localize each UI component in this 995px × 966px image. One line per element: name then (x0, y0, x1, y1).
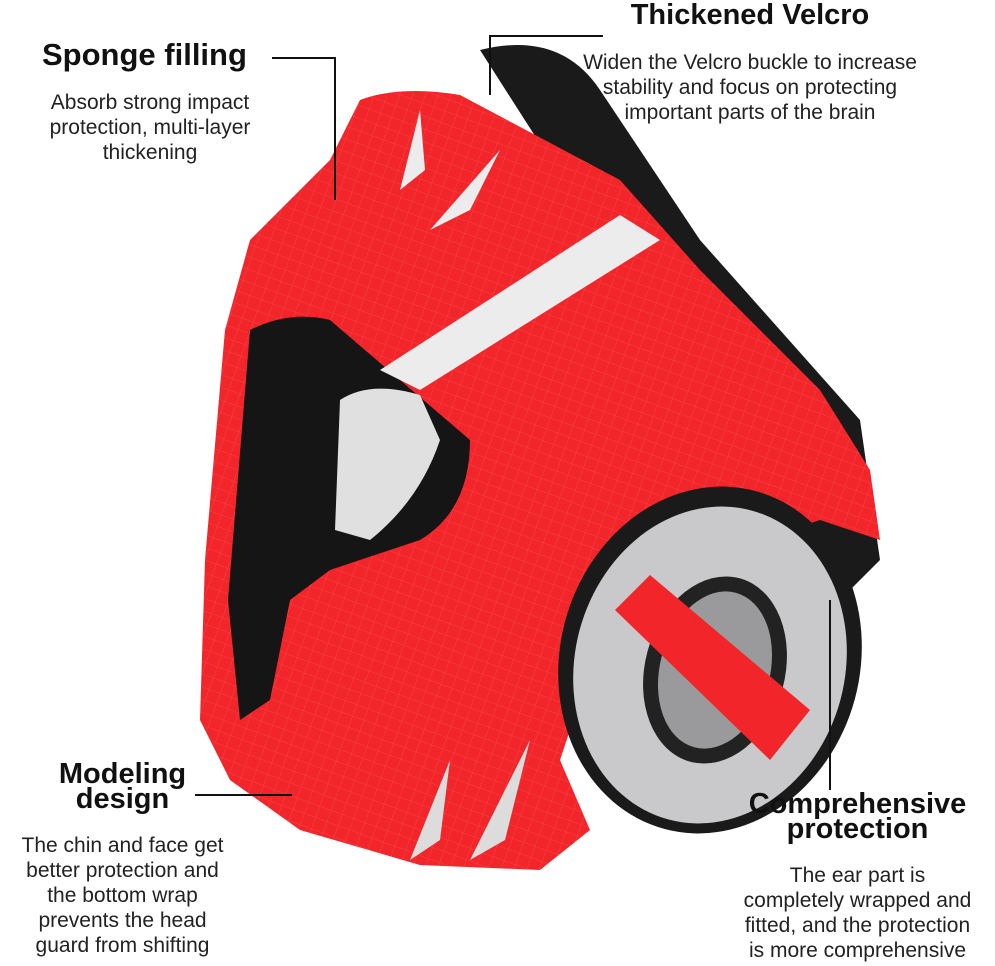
desc-line: protection, multi-layer (49, 116, 251, 139)
desc-line: Widen the Velcro buckle to increase (583, 51, 917, 74)
title-line: Modeling (58, 758, 187, 790)
leader-lines (195, 35, 831, 796)
desc-line: better protection and (26, 859, 219, 882)
desc-line: the bottom wrap (47, 884, 198, 907)
inner-padding (335, 388, 440, 540)
desc-line: stability and focus on protecting (602, 76, 898, 99)
desc-line: The chin and face get (21, 834, 224, 857)
title-line: protection (786, 813, 929, 845)
protection-desc: The ear part is completely wrapped and f… (720, 863, 995, 963)
desc-line: fitted, and the protection (744, 914, 971, 937)
desc-line: completely wrapped and (743, 889, 972, 912)
ear-strap (615, 575, 810, 760)
sponge-title: Sponge filling (42, 37, 247, 72)
desc-line: guard from shifting (35, 934, 210, 957)
sponge-desc: Absorb strong impact protection, multi-l… (20, 90, 280, 165)
velcro-title: Thickened Velcro (630, 0, 870, 31)
title-line: Comprehensive (748, 788, 967, 820)
desc-line: is more comprehensive (748, 939, 967, 962)
desc-line: prevents the head (38, 909, 207, 932)
desc-line: important parts of the brain (624, 101, 876, 124)
desc-line: thickening (102, 141, 198, 164)
desc-line: The ear part is (789, 864, 926, 887)
desc-line: Absorb strong impact (50, 91, 250, 114)
stripe (380, 215, 660, 390)
protection-title: Comprehensive protection (720, 788, 995, 845)
velcro-desc: Widen the Velcro buckle to increase stab… (520, 50, 980, 125)
modeling-desc: The chin and face get better protection … (0, 833, 245, 958)
title-line: design (75, 783, 170, 815)
modeling-title: Modeling design (20, 758, 225, 815)
